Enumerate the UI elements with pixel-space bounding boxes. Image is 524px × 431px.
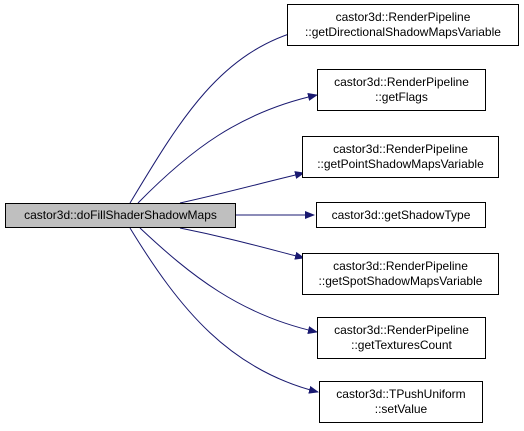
node-getflags[interactable]: castor3d::RenderPipeline ::getFlags: [317, 69, 486, 111]
node-label-line1: castor3d::RenderPipeline: [334, 323, 469, 337]
node-label-line1: castor3d::RenderPipeline: [335, 10, 471, 24]
node-label-line1: castor3d::RenderPipeline: [333, 259, 468, 273]
node-label-line2: ::setValue: [374, 402, 428, 416]
node-label-line1: castor3d::getShadowType: [331, 207, 471, 222]
node-label-line2: ::getSpotShadowMapsVariable: [318, 274, 483, 288]
node-label-line1: castor3d::RenderPipeline: [333, 142, 468, 156]
edge-to-getflags: [137, 93, 318, 204]
node-dofillshadershadowmaps[interactable]: castor3d::doFillShaderShadowMaps: [5, 203, 236, 228]
edge-to-getpointshadowmapsvariable: [179, 171, 305, 204]
node-label-line2: ::getTexturesCount: [351, 338, 452, 352]
node-label: castor3d::doFillShaderShadowMaps: [24, 208, 217, 222]
node-label-line1: castor3d::RenderPipeline: [334, 75, 469, 89]
edge-to-getdirectionalshadowmapsvariable: [129, 28, 303, 204]
edge-to-gettexturescount: [139, 227, 318, 334]
node-gettexturescount[interactable]: castor3d::RenderPipeline ::getTexturesCo…: [317, 317, 486, 359]
node-label-line2: ::getPointShadowMapsVariable: [317, 157, 484, 171]
node-getshadowtype[interactable]: castor3d::getShadowType: [316, 202, 486, 228]
node-getdirectionalshadowmapsvariable[interactable]: castor3d::RenderPipeline ::getDirectiona…: [287, 4, 519, 46]
node-label-line1: castor3d::TPushUniform: [336, 387, 466, 401]
node-label-line2: ::getDirectionalShadowMapsVariable: [305, 25, 501, 39]
edge-to-setvalue: [129, 227, 319, 394]
node-label-line2: ::getFlags: [375, 90, 428, 104]
edge-to-getspotshadowmapsvariable: [179, 227, 305, 260]
node-getpointshadowmapsvariable[interactable]: castor3d::RenderPipeline ::getPointShado…: [302, 136, 499, 178]
node-setvalue[interactable]: castor3d::TPushUniform ::setValue: [319, 381, 483, 423]
node-getspotshadowmapsvariable[interactable]: castor3d::RenderPipeline ::getSpotShadow…: [302, 253, 499, 295]
